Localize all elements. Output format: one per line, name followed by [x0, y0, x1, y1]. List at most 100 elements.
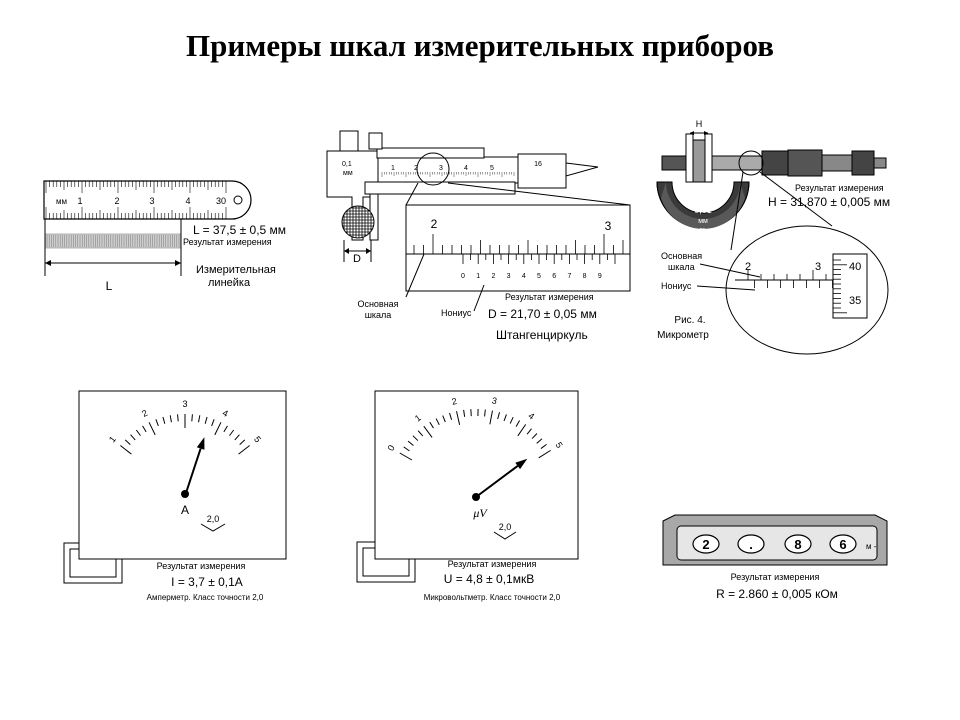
microvoltmeter-label-0: 0: [386, 443, 397, 452]
micrometer-zoom-drum-35: 35: [849, 295, 861, 307]
microvoltmeter-label-2: 2: [451, 396, 458, 407]
caliper-beam-label-2: 2: [414, 165, 418, 172]
microvoltmeter-pivot: [472, 493, 480, 501]
microvoltmeter-tick: [515, 420, 521, 427]
ammeter-tick: [130, 434, 136, 441]
microvoltmeter-tick: [536, 438, 543, 444]
microvoltmeter-unit: μV: [472, 506, 488, 520]
micrometer-main-scale-label-line1: Основная: [661, 251, 702, 261]
caliper-nonius-label-0: 0: [461, 273, 465, 280]
microvoltmeter-scale: [399, 409, 551, 461]
caliper-nonius-label-5: 5: [537, 273, 541, 280]
caliper-depth-rod: [565, 162, 599, 177]
caliper-zoom-main-3: 3: [605, 219, 612, 233]
ammeter-tick: [162, 416, 166, 424]
ruler-name-line2: линейка: [208, 277, 251, 289]
ammeter-name: Амперметр. Класс точности 2,0: [147, 593, 264, 602]
microvoltmeter-result-caption: Результат измерения: [448, 559, 537, 569]
microvoltmeter-tick: [540, 443, 547, 449]
micrometer-zoom-connector-left: [730, 171, 744, 251]
microvoltmeter-tick: [489, 410, 493, 425]
micrometer-figure-name: Микрометр: [657, 330, 709, 341]
ammeter-needle-tip: [196, 437, 205, 450]
ammeter-face: [78, 390, 287, 560]
micrometer-zoom-drum-40: 40: [849, 261, 861, 273]
ruler-name-line1: Измерительная: [196, 264, 276, 276]
ammeter-tick: [238, 445, 250, 455]
ammeter-result: I = 3,7 ± 0,1А: [171, 575, 243, 589]
ohmmeter-digit-frame: [737, 534, 765, 554]
caliper-nonius-label: Нониус: [441, 308, 472, 318]
micrometer-anvil: [661, 155, 687, 171]
ruler-tick-label-30: 30: [216, 196, 226, 206]
caliper-nonius-label-6: 6: [552, 273, 556, 280]
micrometer-thimble-knurl: [787, 149, 823, 177]
ohmmeter-digit: 8: [794, 537, 801, 552]
ammeter-label-4: 4: [221, 408, 230, 419]
ammeter-tick: [124, 439, 131, 446]
microvoltmeter-tick: [538, 449, 551, 459]
caliper-zoom-circle: [416, 152, 450, 186]
ammeter-tick: [214, 422, 222, 436]
micrometer-sample-left: [685, 133, 694, 183]
micrometer-h-arrows: [690, 131, 708, 135]
ohmmeter-display: [676, 525, 878, 561]
micrometer-zoom-circle: [738, 150, 764, 176]
ohmmeter-result-caption: Результат измерения: [731, 572, 820, 582]
micrometer-diagram: H 0,01 мм 0 - 25 мм Результат измерения …: [656, 119, 890, 355]
ammeter-pivot: [181, 490, 189, 498]
microvoltmeter-tick: [503, 414, 507, 422]
ammeter-needle: [184, 448, 202, 497]
ammeter-tick: [229, 429, 235, 436]
ohmmeter-digit-frame: [692, 534, 720, 554]
microvoltmeter-tick: [403, 446, 410, 452]
caliper-d-label: D: [353, 253, 361, 265]
caliper-thumb-wheel-pattern: [342, 206, 374, 238]
caliper-slider-bottom: [364, 181, 516, 195]
caliper-main-scale-leader: [405, 253, 425, 298]
caliper-zoom-box: [405, 204, 631, 292]
microvoltmeter-tick: [442, 415, 446, 423]
micrometer-zoom-main-3: 3: [815, 261, 821, 273]
caliper-nonius-label-9: 9: [598, 273, 602, 280]
caliper-name: Штангенциркуль: [496, 328, 588, 342]
micrometer-nonius-label: Нониус: [661, 281, 692, 291]
micrometer-result: H = 31,870 ± 0,005 мм: [768, 195, 890, 209]
microvoltmeter-tick: [412, 435, 419, 441]
ruler-unit: мм: [56, 197, 67, 206]
microvoltmeter-tick: [517, 424, 527, 437]
caliper-zoom-connector-left: [405, 182, 419, 206]
ammeter-tick: [239, 439, 246, 446]
ammeter-tick: [120, 445, 132, 455]
caliper-zoom-main-2: 2: [431, 217, 438, 231]
caliper-beam-label-3: 3: [439, 165, 443, 172]
ammeter-tick: [211, 419, 215, 427]
ohmmeter-digit-frame: [784, 534, 812, 554]
ammeter-tick: [223, 425, 228, 433]
micrometer-zoom-sleeve: [735, 276, 833, 286]
ammeter-tick: [177, 414, 179, 422]
microvoltmeter-name: Микровольтметр. Класс точности 2,0: [424, 593, 561, 602]
caliper-zoom-ticks: [413, 234, 624, 264]
caliper-nonius-label-7: 7: [567, 273, 571, 280]
caliper-beam: [377, 156, 519, 184]
ammeter-tick: [148, 422, 156, 436]
ruler-result: L = 37,5 ± 0,5 мм: [193, 223, 286, 237]
ohmmeter-digit: 6: [839, 537, 846, 552]
caliper-nonius-label-4: 4: [522, 273, 526, 280]
microvoltmeter-tick: [435, 418, 440, 426]
micrometer-figure-number: Рис. 4.: [674, 315, 705, 326]
ammeter-label-2: 2: [140, 408, 149, 419]
caliper-nonius-label-2: 2: [491, 273, 495, 280]
caliper-fixed-jaw-top: [339, 130, 359, 152]
microvoltmeter-result: U = 4,8 ± 0,1мкВ: [444, 572, 534, 586]
micrometer-dial-unit: мм: [698, 218, 708, 225]
ammeter-tick: [155, 419, 159, 427]
microvoltmeter-label-1: 1: [413, 413, 423, 424]
